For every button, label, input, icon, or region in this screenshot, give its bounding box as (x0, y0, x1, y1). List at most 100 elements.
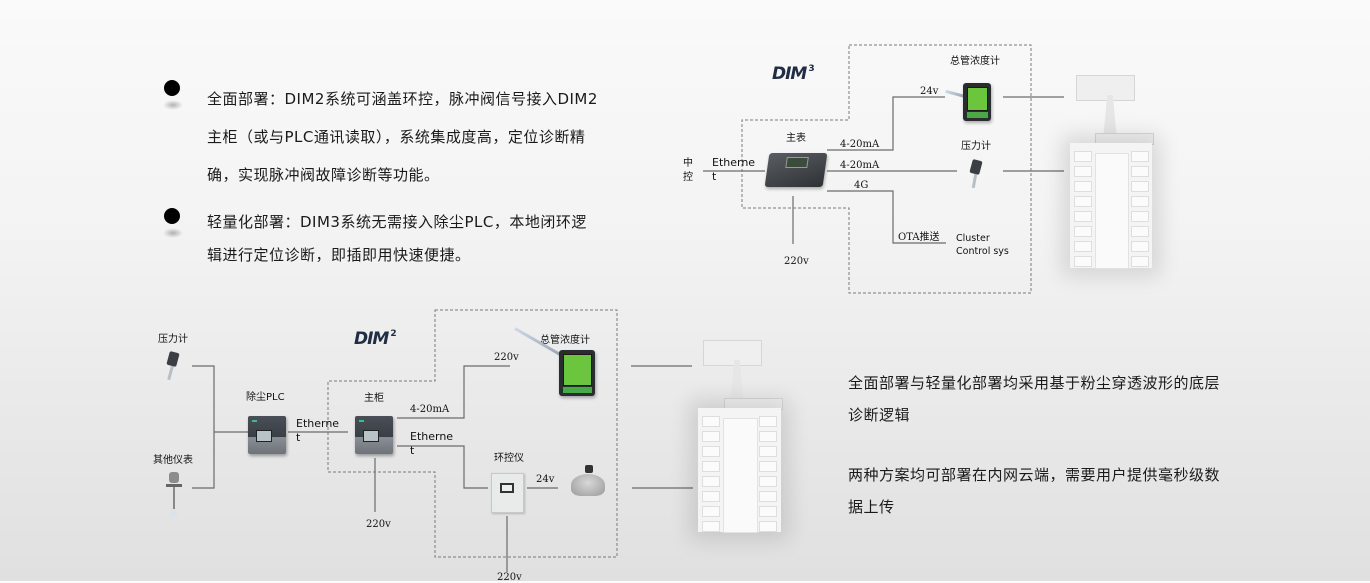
dim3-main-unit-label: 主表 (786, 133, 806, 144)
cabinet-slot (759, 461, 777, 472)
dim3-pressure-gauge-label: 压力计 (961, 141, 991, 152)
dim2-boundary (327, 309, 618, 558)
cabinet-slot (702, 431, 720, 442)
controller-window (500, 483, 514, 493)
bullet-dot-2 (164, 208, 180, 224)
cabinet-slot (759, 431, 777, 442)
cabinet-slot (1074, 166, 1092, 177)
bullet-2-line-1: 轻量化部署：DIM3系统无需接入除尘PLC，本地闭环逻 (207, 213, 587, 231)
cabinet-slot (1131, 151, 1149, 162)
dim3-24v-line (827, 96, 945, 151)
meter-rod (173, 487, 175, 509)
dim2-main-220v-label: 220v (366, 519, 391, 530)
meter-face (563, 354, 592, 386)
dim3-4g-label: 4G (854, 180, 869, 191)
plc-led (252, 420, 257, 422)
dim3-concentration-meter-label: 总管浓度计 (950, 56, 1000, 67)
dim3-central-control-label: 中 控 (683, 158, 693, 183)
cabinet-slot (759, 521, 777, 532)
dim2-plc-device[interactable] (248, 416, 286, 454)
dim2-other-meter-device[interactable] (166, 472, 182, 520)
dim3-main-unit-screen (785, 157, 809, 168)
valve-coil (585, 465, 593, 473)
cabinet-slot (1131, 241, 1149, 252)
dim2-dust-collector-cabinet (698, 408, 781, 533)
summary-2-line-1: 两种方案均可部署在内网云端，需要用户提供毫秒级数 (848, 466, 1221, 484)
cabinet-slot (702, 491, 720, 502)
plc-led (359, 420, 364, 422)
dim3-boundary (741, 44, 1032, 294)
cabinet-slot (702, 446, 720, 457)
meter-face (967, 87, 988, 111)
cabinet-slot (702, 521, 720, 532)
dim3-ethernet-label: Etherne t (712, 156, 756, 183)
summary-2-line-2: 据上传 (848, 498, 895, 516)
dim2-cabinet-top-valve (703, 340, 762, 366)
cabinet-slot (1131, 181, 1149, 192)
meter-tip (171, 509, 177, 517)
cabinet-slot (1131, 256, 1149, 267)
cabinet-slot (759, 506, 777, 517)
dim3-logo-sup: 3 (808, 64, 814, 74)
dim3-4g-line (827, 190, 946, 244)
summary-paragraph-2: 两种方案均可部署在内网云端，需要用户提供毫秒级数 据上传 (848, 459, 1220, 523)
meter-flange (166, 484, 182, 487)
dim3-concentration-meter-device[interactable] (963, 83, 991, 121)
bullet-1-line-1: 全面部署：DIM2系统可涵盖环控，脉冲阀信号接入DIM2 (207, 90, 598, 108)
meter-lower-face (967, 112, 988, 118)
dim2-ethernet-label-1: Etherne t (296, 417, 340, 444)
dim2-4-20ma-label: 4-20mA (410, 404, 450, 415)
dim3-main-unit-device[interactable] (764, 153, 828, 187)
bullet-text-full-deployment: 全面部署：DIM2系统可涵盖环控，脉冲阀信号接入DIM2 主柜（或与PLC通讯读… (207, 80, 598, 194)
dim3-cabinet-neck (1103, 95, 1117, 140)
dim3-4-20ma-label-2: 4-20mA (840, 160, 880, 171)
cabinet-slot (759, 491, 777, 502)
dim3-cluster-control-label: Cluster Control sys (956, 233, 1009, 257)
cabinet-slot (702, 461, 720, 472)
cabinet-center-panel (723, 418, 758, 533)
summary-paragraph-1: 全面部署与轻量化部署均采用基于粉尘穿透波形的底层 诊断逻辑 (848, 367, 1220, 431)
dim2-other-meters-label: 其他仪表 (153, 455, 193, 466)
dim3-dust-collector-cabinet (1070, 143, 1152, 269)
dim3-4-20ma-label-1: 4-20mA (840, 139, 880, 150)
plc-screen (363, 430, 379, 442)
cabinet-slot (1074, 226, 1092, 237)
gauge-stem (167, 365, 174, 381)
dim3-cabinet-top-valve (1076, 75, 1135, 101)
bullet-dot-1 (164, 80, 180, 96)
cabinet-slot (1074, 151, 1092, 162)
gauge-head (166, 350, 180, 368)
cabinet-slot (702, 476, 720, 487)
bullet-1-line-3: 确，实现脉冲阀故障诊断等功能。 (207, 166, 440, 184)
dim2-pressure-gauge-device[interactable] (163, 350, 183, 388)
dim2-24v-label: 24v (536, 474, 555, 485)
cabinet-slot (702, 416, 720, 427)
dim3-24v-label: 24v (920, 86, 939, 97)
cabinet-slot (1074, 241, 1092, 252)
gauge-stem (971, 173, 978, 189)
cabinet-slot (1131, 226, 1149, 237)
dim2-logo-text: DIM (354, 329, 389, 349)
dim2-concentration-meter-label: 总管浓度计 (540, 335, 590, 346)
meter-lower-face (563, 387, 592, 393)
dim2-env-controller-label: 环控仪 (494, 453, 524, 464)
dim2-logo-sup: 2 (390, 329, 396, 339)
bullet-1-line-2: 主柜（或与PLC通讯读取），系统集成度高，定位诊断精 (207, 128, 586, 146)
dim3-pressure-gauge-device[interactable] (966, 158, 986, 196)
dim2-concentration-meter-device[interactable] (559, 350, 595, 396)
cabinet-slot (1074, 211, 1092, 222)
dim2-ethernet-line (397, 445, 488, 489)
dim3-logo-text: DIM (772, 64, 807, 84)
dim2-plc-label: 除尘PLC (246, 392, 285, 403)
cabinet-slot (1131, 166, 1149, 177)
cabinet-slot (1074, 181, 1092, 192)
dim2-pressure-gauge-label: 压力计 (158, 334, 188, 345)
dim2-pulse-valve-device[interactable] (569, 465, 607, 501)
dim2-main-cabinet-label: 主柜 (364, 393, 384, 404)
dim3-ota-label: OTA推送 (898, 232, 940, 243)
dim2-env-controller-device[interactable] (491, 473, 524, 513)
dim2-main-cabinet-device[interactable] (355, 416, 393, 454)
